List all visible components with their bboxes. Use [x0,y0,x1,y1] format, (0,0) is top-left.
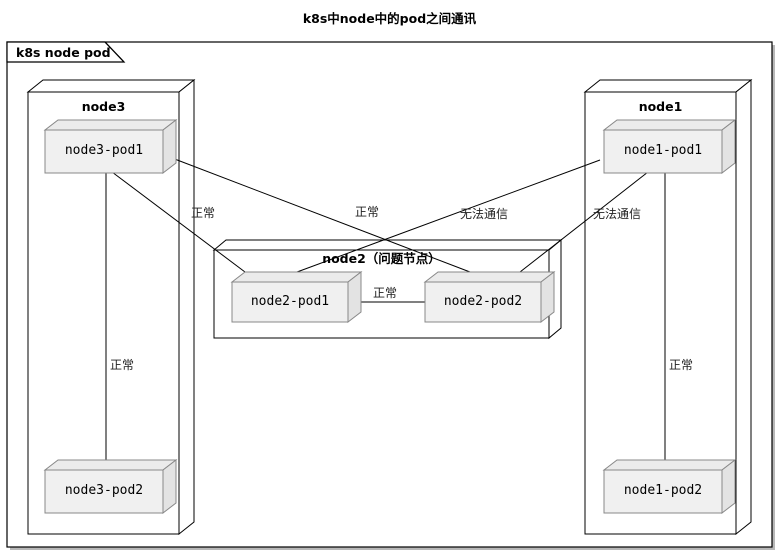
edge-label-node1pod1-node2pod1: 无法通信 [460,207,509,221]
node-title-node1: node1 [638,99,683,114]
pod-label-node2-pod2: node2-pod2 [443,294,523,309]
pod-box-node3-pod2[interactable] [43,458,178,515]
edge-node1pod1-node2pod2 [519,171,649,273]
edge-node3pod1-node2pod1 [111,171,246,273]
pod-box-node1-pod2[interactable] [602,458,737,515]
edge-label-node3pod1-node3pod2: 正常 [110,358,135,372]
edge-label-node1pod1-node1pod2: 正常 [669,358,694,372]
node-title-node2: node2（问题节点） [322,251,441,266]
pod-label-node1-pod1: node1-pod1 [623,143,703,158]
edge-label-node1pod1-node2pod2: 无法通信 [593,207,642,221]
edge-node1pod1-node2pod1 [296,159,601,273]
package-label: k8s node pod [16,45,111,60]
connections [105,157,666,470]
pod-label-node2-pod1: node2-pod1 [250,294,330,309]
edge-label-node3pod1-node2pod1: 正常 [191,206,216,220]
pod-label-node3-pod2: node3-pod2 [64,483,144,498]
edge-label-node3pod1-node2pod2: 正常 [355,205,380,219]
edge-label-node2pod1-node2pod2: 正常 [373,286,398,300]
edge-node3pod1-node2pod2 [171,157,471,273]
pod-box-node1-pod1[interactable] [602,118,737,175]
page-title: k8s中node中的pod之间通讯 [302,11,477,26]
node-title-node3: node3 [81,99,126,114]
pod-box-node3-pod1[interactable] [43,118,178,175]
pod-label-node3-pod1: node3-pod1 [64,143,144,158]
pod-box-node2-pod2[interactable] [423,270,556,324]
pod-box-node2-pod1[interactable] [230,270,363,324]
pod-label-node1-pod2: node1-pod2 [623,483,703,498]
